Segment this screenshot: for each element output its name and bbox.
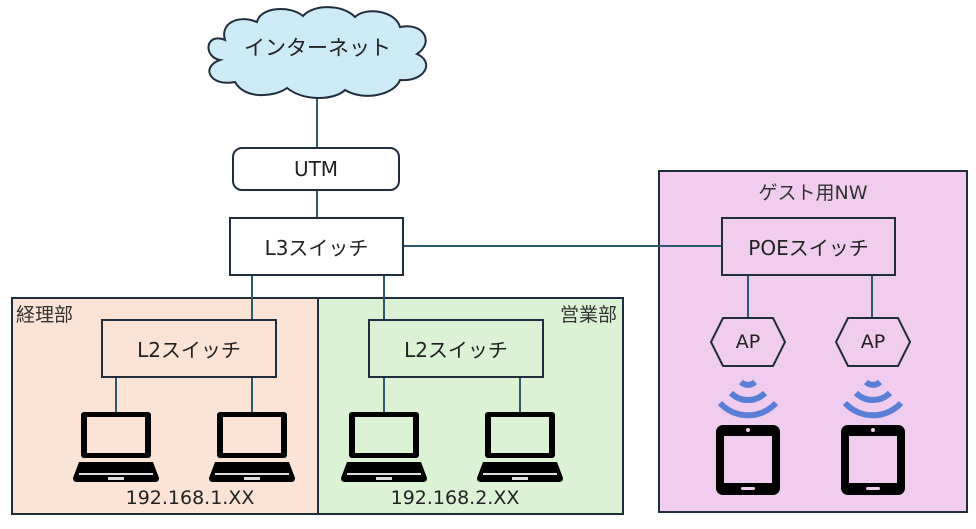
access-point-1[interactable] [709,317,787,367]
l3-switch-node[interactable]: L3スイッチ [229,217,404,276]
sales-l2-switch-label: L2スイッチ [404,338,508,362]
accounting-l2-switch-label: L2スイッチ [137,338,241,362]
zone-guest-label: ゲスト用NW [758,182,868,204]
accounting-l2-switch[interactable]: L2スイッチ [101,319,277,378]
l3-switch-label: L3スイッチ [264,236,369,260]
wifi-icon [717,379,779,419]
utm-node[interactable]: UTM [232,147,400,191]
zone-sales-label: 営業部 [560,304,618,326]
cloud-icon [207,6,428,99]
zone-accounting-label: 経理部 [16,304,74,326]
tablet-icon[interactable] [716,425,780,495]
access-point-2-label: AP [860,331,886,353]
access-point-1-label: AP [735,331,761,353]
poe-switch-node[interactable]: POEスイッチ [721,217,896,276]
sales-l2-switch[interactable]: L2スイッチ [368,319,544,378]
sales-subnet: 192.168.2.XX [390,487,520,509]
tablet-icon[interactable] [841,425,905,495]
poe-switch-label: POEスイッチ [748,236,869,260]
utm-label: UTM [293,157,339,181]
internet-label: インターネット [244,36,391,60]
accounting-subnet: 192.168.1.XX [125,487,255,509]
wifi-icon [842,379,904,419]
access-point-2[interactable] [834,317,912,367]
